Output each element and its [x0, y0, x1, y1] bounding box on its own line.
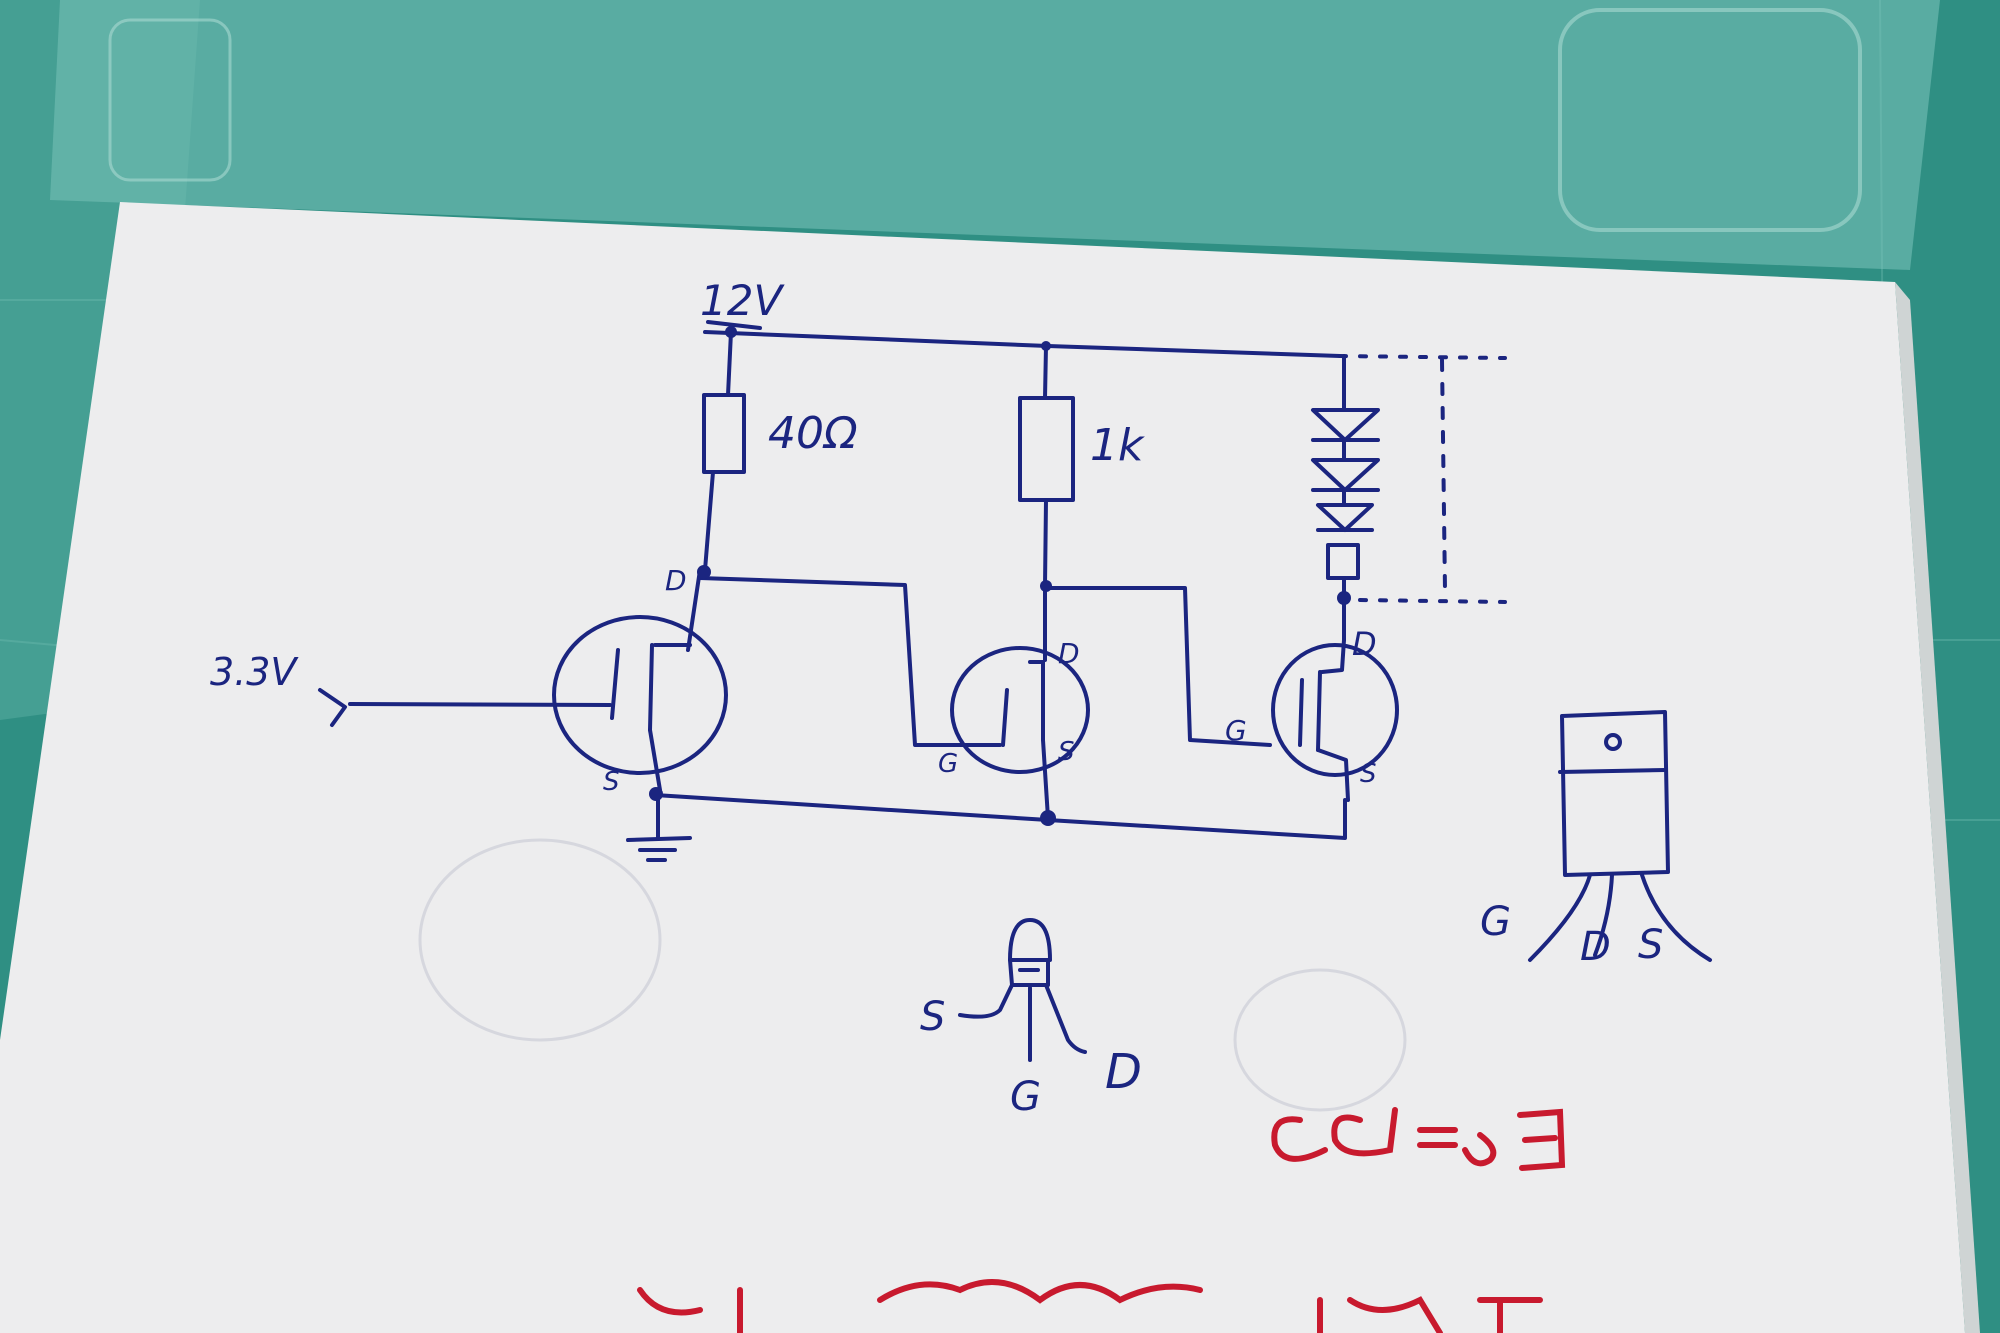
junction-dots	[649, 326, 1351, 826]
q3-source-label: S	[1360, 759, 1377, 789]
supply-label: 12V	[700, 276, 785, 325]
q1-source-label: S	[603, 767, 620, 797]
q2-gate-label: G	[938, 749, 958, 779]
paper-shadow	[1895, 282, 1980, 1333]
to92-s-label: S	[920, 994, 945, 1040]
resistor-r1-label: 40Ω	[768, 408, 858, 459]
q3-drain-label: D	[1352, 625, 1377, 663]
red-ink-bleedthrough	[637, 1107, 1566, 1333]
to92-g-label: G	[1010, 1074, 1041, 1120]
to220-g-label: G	[1480, 899, 1511, 945]
to220-s-label: S	[1638, 922, 1663, 968]
q2-drain-label: D	[1058, 637, 1080, 670]
input-voltage-label: 3.3V	[210, 650, 299, 694]
resistor-r2-label: 1k	[1090, 420, 1145, 471]
schematic-wiring	[318, 320, 1507, 862]
to220-d-label: D	[1580, 924, 1611, 970]
q1-drain-label: D	[665, 564, 687, 597]
faint-pencil-marks	[418, 838, 1407, 1112]
to92-package-sketch	[958, 918, 1087, 1062]
q3-gate-label: G	[1225, 714, 1247, 747]
to220-package-sketch	[1528, 710, 1712, 962]
to92-d-label: D	[1105, 1044, 1142, 1100]
paper-sheet	[0, 202, 1965, 1333]
q2-source-label: S	[1058, 737, 1075, 767]
